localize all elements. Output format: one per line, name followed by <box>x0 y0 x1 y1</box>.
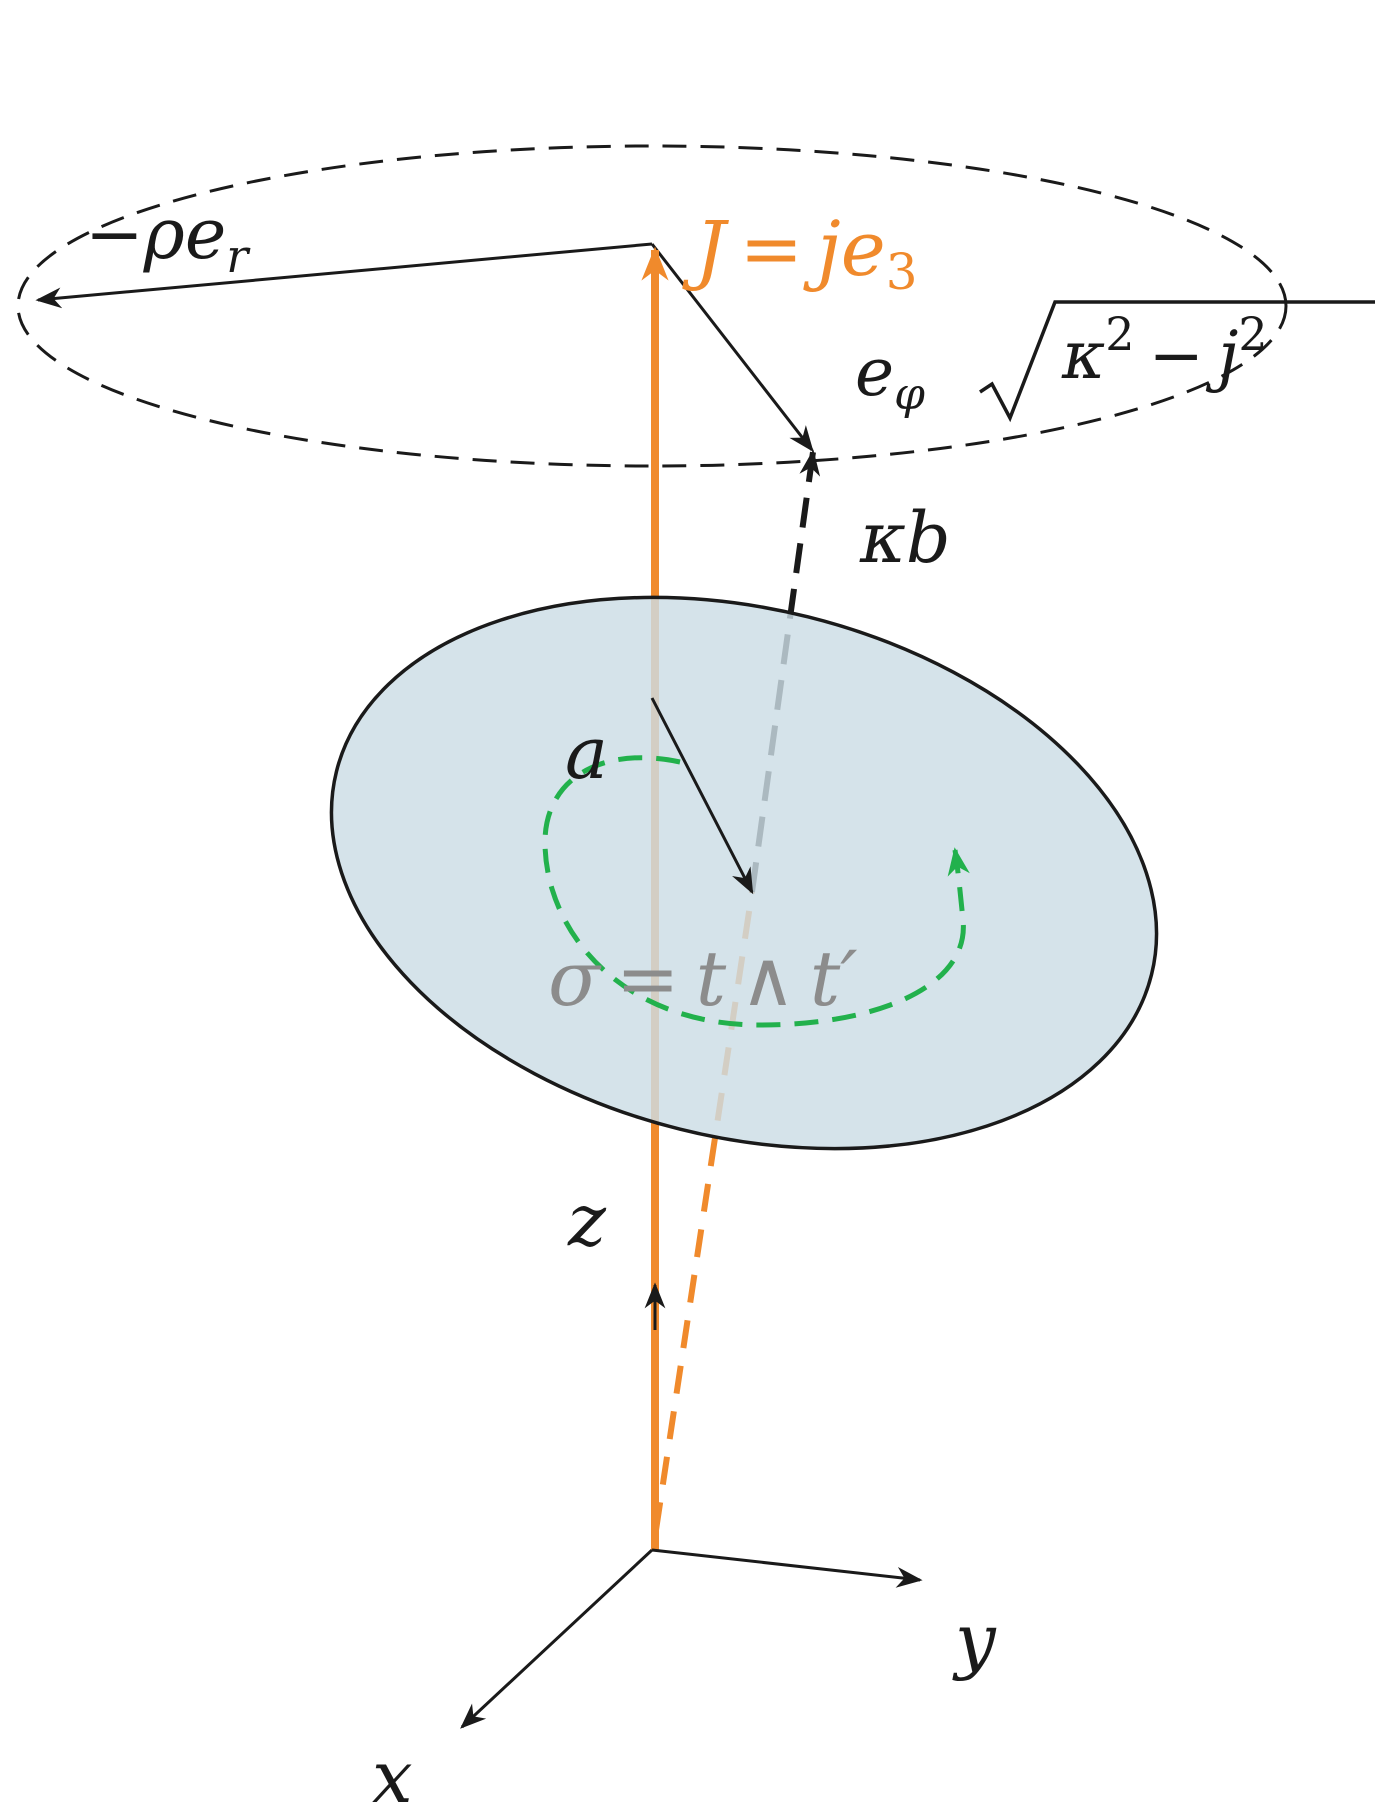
x-axis-arrow <box>460 1548 654 1729</box>
label-neg-rho-er-minus: − <box>85 193 144 275</box>
label-current-eq: = <box>739 204 803 293</box>
label-axis-y: y <box>952 1598 997 1682</box>
label-sigma-wedge: ∧ <box>740 934 796 1023</box>
label-current-J: J=je3 <box>682 204 918 301</box>
label-sigma-eq: = <box>616 934 680 1023</box>
label-e-phi: eφ <box>855 334 925 420</box>
label-sigma-bivector: σ=t∧t′ <box>548 934 858 1023</box>
label-current-j: j <box>803 204 841 293</box>
label-neg-rho-er-sub: r <box>226 229 251 283</box>
label-current-sub: 3 <box>886 243 918 301</box>
neg-rho-er-vector <box>35 242 653 309</box>
label-neg-rho-er: −ρer <box>85 193 251 283</box>
current-projection-dashed <box>653 891 755 1531</box>
label-radicand-kappa: κ <box>1061 317 1105 394</box>
label-radicand-sup1: 2 <box>1105 307 1134 361</box>
y-axis-arrow <box>651 1548 923 1588</box>
helix-circle-dashed <box>16 144 1288 468</box>
label-neg-rho-er-e: e <box>185 193 226 275</box>
label-axis-z: z <box>567 1178 607 1262</box>
disk-surface <box>329 595 1159 1151</box>
label-radicand-minus: − <box>1149 317 1204 394</box>
sqrt-radical-sign <box>979 300 1375 423</box>
label-radicand-j: j <box>1205 317 1238 394</box>
label-current-J-symbol: J <box>682 204 729 293</box>
a-vector <box>650 697 754 895</box>
label-kappa-b: κb <box>859 497 951 579</box>
label-sigma-tprime: t′ <box>810 934 858 1023</box>
label-sigma-lhs: σ <box>548 934 602 1023</box>
e-phi-vector <box>650 243 814 453</box>
label-sigma-t: t <box>696 934 727 1023</box>
label-e-phi-sub: φ <box>894 369 925 420</box>
orientation-loop-dashed <box>542 755 970 1028</box>
label-current-e: e <box>841 204 886 293</box>
label-e-phi-e: e <box>855 334 894 411</box>
label-axis-x: x <box>372 1735 413 1816</box>
label-neg-rho-er-rho: ρ <box>143 193 185 275</box>
label-radicand-sup2: 2 <box>1238 307 1267 361</box>
label-a: a <box>565 711 608 795</box>
label-sqrt-radicand: κ2−j2 <box>1061 307 1268 394</box>
